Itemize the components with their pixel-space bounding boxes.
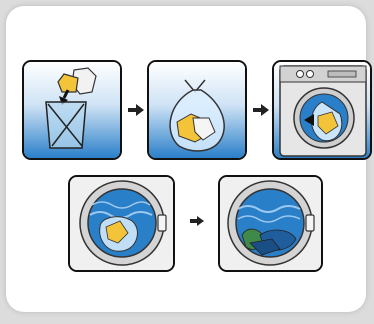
step-5-panel xyxy=(218,175,323,272)
step-3-panel xyxy=(272,60,372,160)
clothes-into-hamper-icon xyxy=(24,62,120,158)
step-2-panel xyxy=(147,60,247,160)
arrow-right-icon xyxy=(128,104,144,116)
step-4-panel xyxy=(68,175,175,272)
arrow-right-icon xyxy=(253,104,269,116)
clothes-in-drum-icon xyxy=(220,177,321,270)
bag-in-drum-icon xyxy=(70,177,173,270)
arrow-right-icon xyxy=(190,216,204,226)
washing-machine-icon xyxy=(274,62,370,158)
laundry-bag-icon xyxy=(149,62,245,158)
step-1-panel xyxy=(22,60,122,160)
